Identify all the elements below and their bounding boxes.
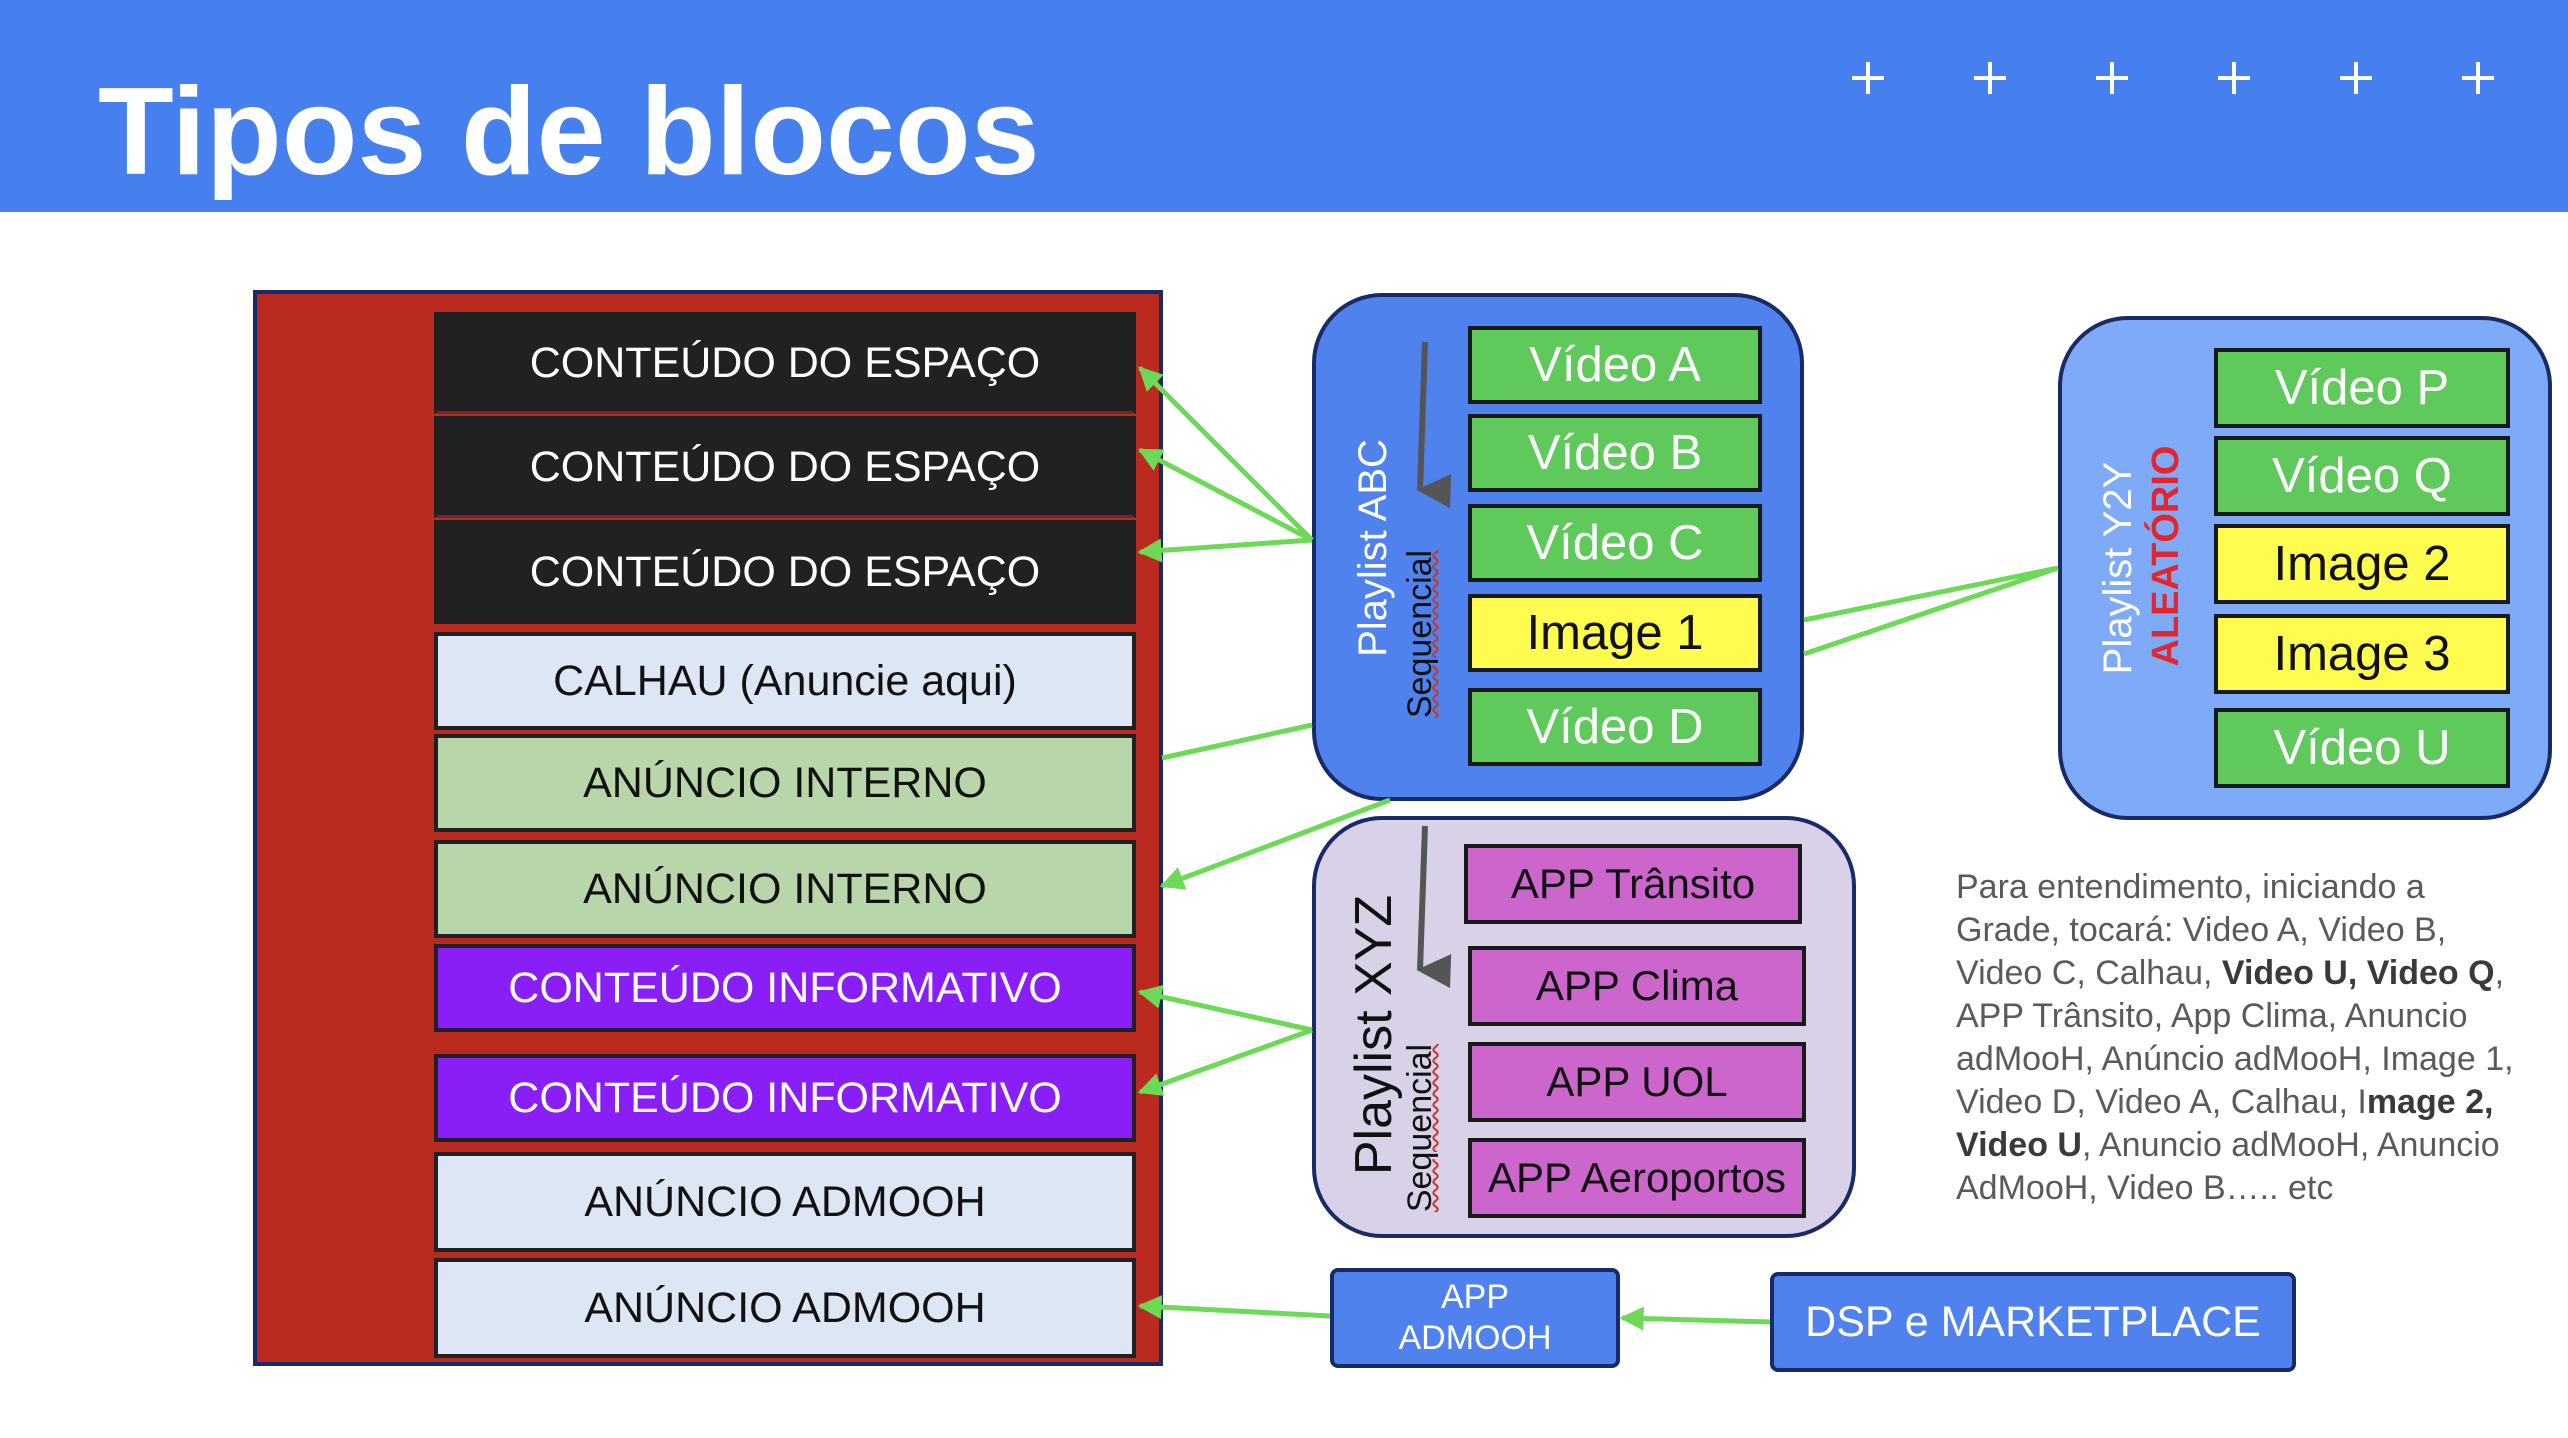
plus-icon xyxy=(2458,58,2498,98)
playlist-item-video: Vídeo B xyxy=(1468,414,1762,492)
grade-block-conteudo-espaco: CONTEÚDO DO ESPAÇO xyxy=(434,520,1136,624)
grade-block-calhau: CALHAU (Anuncie aqui) xyxy=(434,632,1136,730)
playlist-item-image: Image 1 xyxy=(1468,594,1762,672)
playlist-item-video: Vídeo Q xyxy=(2214,436,2510,516)
page-title: Tipos de blocos xyxy=(98,63,1040,201)
explanation-part: , Anuncio adMooH, Anuncio AdMooH, Video … xyxy=(1956,1126,2500,1207)
explanation-bold: mage 2, Video U xyxy=(1956,1083,2494,1164)
playlist-item-video: Vídeo C xyxy=(1468,504,1762,582)
explanation-part: Para entendimento, iniciando a Grade, to… xyxy=(1956,868,2447,992)
grade-block-conteudo-informativo: CONTEÚDO INFORMATIVO xyxy=(434,944,1136,1032)
app-admooh-line1: APP xyxy=(1440,1278,1510,1317)
arrow-abc-to-grade xyxy=(1137,447,1314,543)
grade-block-anuncio-admooh: ANÚNCIO ADMOOH xyxy=(434,1258,1136,1358)
explanation-bold: Video U, Video Q xyxy=(2221,954,2495,992)
plus-icon xyxy=(1848,58,1888,98)
sequence-arrow-abc xyxy=(1416,341,1452,509)
sequence-arrow-xyz xyxy=(1416,825,1452,989)
grade-block-conteudo-espaco: CONTEÚDO DO ESPAÇO xyxy=(434,312,1136,414)
grade-block-conteudo-informativo: CONTEÚDO INFORMATIVO xyxy=(434,1054,1136,1142)
playlist-item-video: Vídeo P xyxy=(2214,348,2510,428)
grade-block-anuncio-admooh: ANÚNCIO ADMOOH xyxy=(434,1152,1136,1252)
playlist-item-app: APP Clima xyxy=(1468,946,1806,1026)
app-admooh-line2: ADMOOH xyxy=(1398,1319,1552,1357)
playlist-item-app: APP Trânsito xyxy=(1464,844,1802,924)
grade-block-anuncio-interno: ANÚNCIO INTERNO xyxy=(434,840,1136,938)
plus-icon xyxy=(2214,58,2254,98)
line-y2y-to-abc xyxy=(1803,565,2059,623)
playlist-item-video: Vídeo A xyxy=(1468,326,1762,404)
dsp-marketplace-box: DSP e MARKETPLACE xyxy=(1770,1272,2296,1372)
arrow-xyz-to-grade xyxy=(1137,1027,1313,1096)
grade-block-anuncio-interno: ANÚNCIO INTERNO xyxy=(434,734,1136,832)
app-admooh-box: APP ADMOOH xyxy=(1330,1268,1620,1368)
grade-block-conteudo-espaco: CONTEÚDO DO ESPAÇO xyxy=(434,416,1136,518)
line-y2y-to-abc xyxy=(1803,565,2059,657)
explanation-part: , APP Trânsito, App Clima, Anuncio adMoo… xyxy=(1956,954,2514,1121)
playlist-item-app: APP Aeroportos xyxy=(1468,1138,1806,1218)
playlist-item-image: Image 2 xyxy=(2214,524,2510,604)
plus-icon xyxy=(1970,58,2010,98)
playlist-item-video: Vídeo U xyxy=(2214,708,2510,788)
arrow-dsp-to-admooh xyxy=(1619,1306,1771,1331)
arrow-admooh-to-grade xyxy=(1137,1295,1331,1320)
plus-icon xyxy=(2092,58,2132,98)
arrow-abc-to-grade xyxy=(1137,537,1313,563)
header-bar xyxy=(0,0,2568,212)
line-abc-to-grade xyxy=(1161,722,1313,761)
arrow-xyz-to-grade xyxy=(1137,984,1313,1033)
playlist-item-image: Image 3 xyxy=(2214,614,2510,694)
playlist-item-video: Vídeo D xyxy=(1468,688,1762,766)
explanation-text: Para entendimento, iniciando a Grade, to… xyxy=(1956,866,2516,1210)
plus-icon xyxy=(2336,58,2376,98)
playlist-item-app: APP UOL xyxy=(1468,1042,1806,1122)
arrow-abc-to-grade xyxy=(1138,366,1314,542)
arrow-abc-to-grade xyxy=(1159,797,1391,890)
